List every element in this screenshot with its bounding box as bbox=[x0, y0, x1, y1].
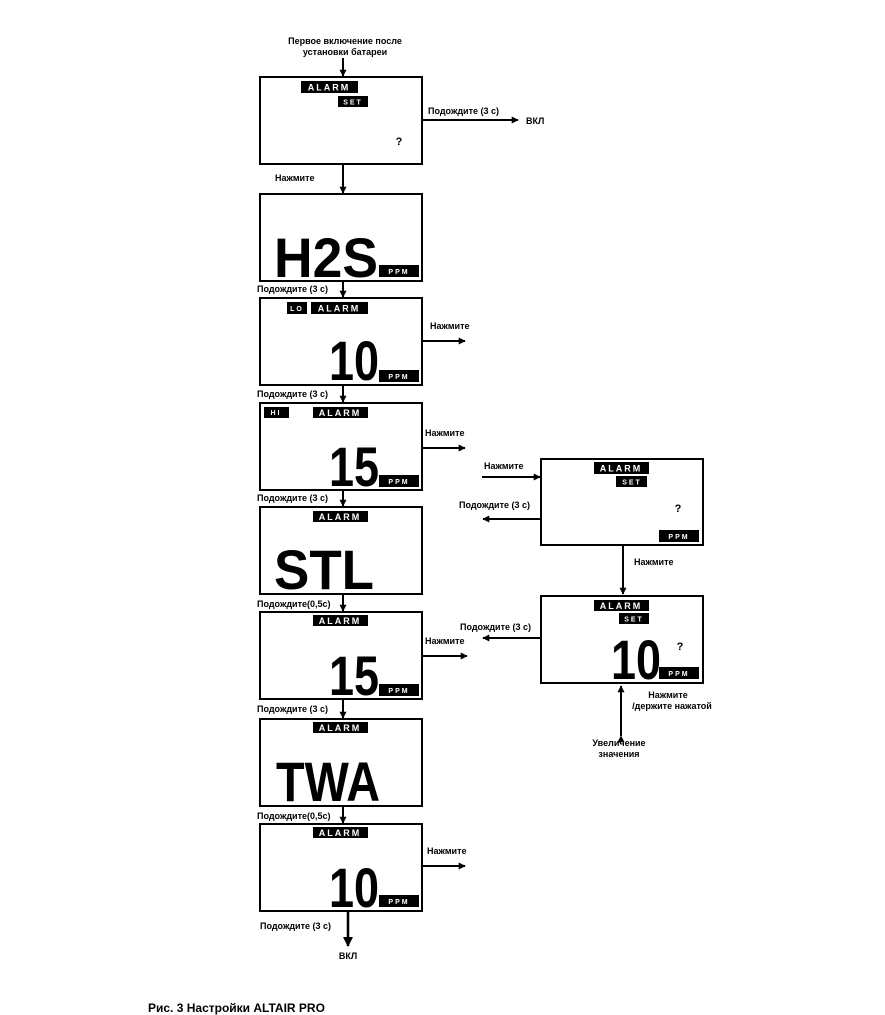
ppm-tag bbox=[379, 895, 419, 907]
ppm-text: PPM bbox=[388, 688, 409, 695]
label-wait-r2: Подождите (3 с) bbox=[460, 622, 531, 632]
screen-2-h2s: H2S PPM bbox=[259, 193, 423, 289]
ppm-text: PPM bbox=[388, 479, 409, 486]
label-increase-2: значения bbox=[598, 749, 639, 759]
figure-caption: Рис. 3 Настройки ALTAIR PRO bbox=[148, 1001, 325, 1015]
ppm-tag bbox=[659, 530, 699, 542]
label-increase-1: Увеличение bbox=[592, 738, 645, 748]
h2s-digits: H2S bbox=[274, 226, 378, 289]
ppm-text: PPM bbox=[388, 269, 409, 276]
set-tag bbox=[616, 476, 647, 487]
label-wait-s8: Подождите (3 с) bbox=[260, 921, 331, 931]
ppm-text: PPM bbox=[668, 534, 689, 541]
ppm-text: PPM bbox=[388, 374, 409, 381]
alarm-tag bbox=[313, 615, 368, 626]
alarm-tag bbox=[311, 302, 368, 314]
alarm-tag bbox=[594, 600, 649, 611]
start-label-line2: установки батареи bbox=[303, 47, 387, 57]
label-press-s3: Нажмите bbox=[430, 321, 470, 331]
ppm-tag bbox=[379, 475, 419, 487]
screen-r2-set-value: ALARM SET 10 ? PPM bbox=[540, 595, 704, 691]
stl-digits: STL bbox=[274, 538, 374, 601]
label-wait-s2: Подождите (3 с) bbox=[257, 284, 328, 294]
label-press-r1-r2: Нажмите bbox=[634, 557, 674, 567]
label-wait-s3: Подождите (3 с) bbox=[257, 389, 328, 399]
screen-3-lo-alarm: LO ALARM 10 PPM bbox=[259, 297, 423, 392]
set-text: SET bbox=[343, 100, 363, 107]
screen-5-stl: ALARM STL bbox=[259, 506, 423, 601]
ppm-text: PPM bbox=[388, 899, 409, 906]
alarm-text: ALARM bbox=[319, 723, 362, 733]
label-wait-s5: Подождите(0,5с) bbox=[257, 599, 331, 609]
lo-text: LO bbox=[290, 306, 304, 313]
alarm-text: ALARM bbox=[319, 512, 362, 522]
label-press-r1: Нажмите bbox=[484, 461, 524, 471]
label-wait-r1: Подождите (3 с) bbox=[459, 500, 530, 510]
question-mark: ? bbox=[396, 136, 403, 148]
screen-8-twa-value: ALARM 10 PPM bbox=[259, 823, 423, 919]
label-on-s8: ВКЛ bbox=[339, 951, 357, 961]
screen-6-stl-value: ALARM 15 PPM bbox=[259, 611, 423, 707]
alarm-text: ALARM bbox=[319, 828, 362, 838]
set-text: SET bbox=[624, 617, 644, 624]
alarm-text: ALARM bbox=[600, 464, 643, 474]
value-digits: 15 bbox=[329, 644, 379, 707]
label-wait-s7: Подождите(0,5с) bbox=[257, 811, 331, 821]
value-digits: 15 bbox=[329, 435, 379, 498]
value-digits: 10 bbox=[329, 329, 379, 392]
screen-r1-alarm-set: ALARM SET ? PPM bbox=[540, 458, 704, 546]
set-tag bbox=[338, 96, 368, 107]
hi-tag bbox=[264, 407, 289, 418]
label-wait-s1: Подождите (3 с) bbox=[428, 106, 499, 116]
alarm-tag bbox=[301, 81, 358, 93]
screen-1-alarm-set: ALARM SET ? bbox=[259, 76, 423, 165]
lo-tag bbox=[287, 302, 307, 314]
start-label-line1: Первое включение после bbox=[288, 36, 402, 46]
label-press-hold-1: Нажмите bbox=[648, 690, 688, 700]
ppm-tag bbox=[379, 265, 419, 277]
alarm-tag bbox=[594, 462, 649, 474]
alarm-tag bbox=[313, 511, 368, 522]
alarm-text: ALARM bbox=[319, 408, 362, 418]
twa-digits: TWA bbox=[276, 750, 380, 813]
alarm-text: ALARM bbox=[308, 83, 351, 93]
label-wait-s6: Подождите (3 с) bbox=[257, 704, 328, 714]
label-wait-s4: Подождите (3 с) bbox=[257, 493, 328, 503]
screen-4-hi-alarm: HI ALARM 15 PPM bbox=[259, 402, 423, 498]
ppm-text: PPM bbox=[668, 671, 689, 678]
label-press-s8: Нажмите bbox=[427, 846, 467, 856]
value-digits: 10 bbox=[611, 628, 661, 691]
hi-text: HI bbox=[271, 410, 282, 417]
question-mark: ? bbox=[675, 503, 682, 515]
alarm-tag bbox=[313, 722, 368, 733]
set-text: SET bbox=[622, 480, 642, 487]
alarm-tag bbox=[313, 407, 368, 418]
screen-7-twa: ALARM TWA bbox=[259, 718, 423, 813]
ppm-tag bbox=[379, 684, 419, 696]
set-tag bbox=[619, 613, 649, 624]
alarm-text: ALARM bbox=[318, 304, 361, 314]
alarm-text: ALARM bbox=[600, 601, 643, 611]
ppm-tag bbox=[659, 667, 699, 679]
alarm-text: ALARM bbox=[319, 616, 362, 626]
alarm-tag bbox=[313, 827, 368, 838]
label-on-s1: ВКЛ bbox=[526, 116, 544, 126]
value-digits: 10 bbox=[329, 856, 379, 919]
ppm-tag bbox=[379, 370, 419, 382]
label-press-hold-2: /держите нажатой bbox=[632, 701, 712, 711]
question-mark: ? bbox=[677, 641, 684, 653]
label-press-s1: Нажмите bbox=[275, 173, 315, 183]
label-press-s6: Нажмите bbox=[425, 636, 465, 646]
label-press-s4: Нажмите bbox=[425, 428, 465, 438]
